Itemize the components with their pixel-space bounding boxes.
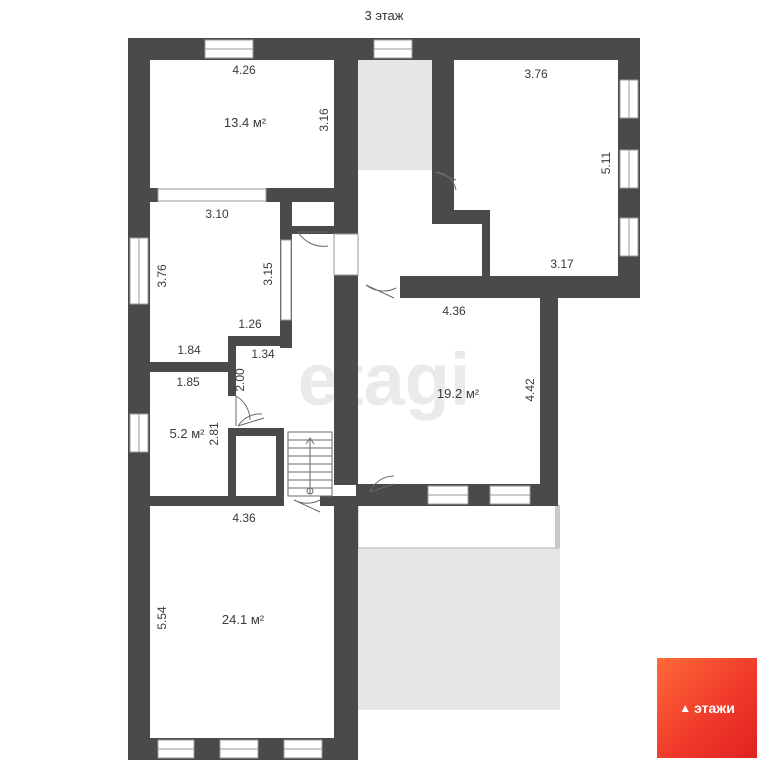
stair-steps <box>288 439 332 494</box>
wall-bottom-right <box>334 505 358 760</box>
wall-left-v4 <box>276 428 284 498</box>
wall-left-v2 <box>228 336 236 396</box>
window <box>157 188 267 202</box>
dimension-label: 3.15 <box>261 262 275 286</box>
dimension-label: 4.26 <box>232 63 256 77</box>
door-icon <box>369 475 395 493</box>
dimension-label: 1.26 <box>238 317 262 331</box>
wall-top-right-step <box>432 210 482 224</box>
terrace-post <box>555 505 560 548</box>
room-top-left: 4.26 13.4 м² 3.16 <box>224 63 331 132</box>
brand-label: этажи <box>694 700 735 716</box>
wall-center-room-right <box>540 298 558 505</box>
house-icon: ▲ <box>679 701 692 715</box>
balcony-top <box>358 60 432 170</box>
door-icon <box>435 171 457 191</box>
wall-left-h1b <box>266 188 336 202</box>
dimension-label: 3.17 <box>550 257 574 271</box>
wall-top-right-left <box>432 38 454 213</box>
room-bottom-left: 4.36 24.1 м² 5.54 <box>155 511 265 630</box>
dimension-label: 2.00 <box>233 368 247 392</box>
room-center: 4.36 19.2 м² 4.42 <box>437 304 537 402</box>
wall-central-mid <box>334 275 358 485</box>
room-top-right: 3.76 5.11 3.17 <box>524 67 613 271</box>
area-label: 13.4 м² <box>224 115 267 130</box>
doors <box>235 171 457 513</box>
floor-title: 3 этаж <box>365 8 404 23</box>
dimension-label: 4.36 <box>232 511 256 525</box>
dimension-label: 4.36 <box>442 304 466 318</box>
dimension-label: 1.85 <box>176 375 200 389</box>
wall-left-h5 <box>128 496 284 506</box>
window <box>333 233 359 276</box>
stair-arrow-icon <box>305 437 315 445</box>
wall-central-upper <box>334 38 358 234</box>
window <box>280 239 292 321</box>
wall-left-h3 <box>228 336 292 346</box>
wall-outer-left <box>128 38 150 760</box>
wall-left-h5b <box>320 496 358 506</box>
door-icon <box>293 499 321 513</box>
dimension-label: 3.16 <box>317 108 331 132</box>
wall-left-h-stub <box>292 226 334 234</box>
dimension-label: 3.76 <box>524 67 548 81</box>
wall-top-right-bottom <box>400 276 640 298</box>
watermark: etagi <box>298 338 471 421</box>
area-label: 19.2 м² <box>437 386 480 401</box>
brand-logo: ▲ этажи <box>657 658 757 758</box>
room-small: 1.85 2.00 5.2 м² 2.81 <box>170 368 247 446</box>
wall-left-h2 <box>128 362 228 372</box>
room-left-mid: 3.10 3.15 3.76 1.26 1.84 1.34 <box>155 207 275 361</box>
dimension-label: 5.11 <box>599 151 613 174</box>
balcony-bottom <box>358 548 560 710</box>
windows <box>129 39 639 759</box>
dimension-label: 4.42 <box>523 378 537 402</box>
door-icon <box>297 231 329 247</box>
area-label: 24.1 м² <box>222 612 265 627</box>
dimension-label: 1.84 <box>177 343 201 357</box>
dimension-label: 5.54 <box>155 606 169 630</box>
door-icon <box>235 395 251 426</box>
dimension-label: 3.76 <box>155 264 169 288</box>
wall-left-v3 <box>228 428 236 498</box>
door-icon <box>237 413 265 427</box>
door-icon <box>365 284 397 299</box>
wall-left-h1a <box>128 188 158 202</box>
wall-top-right-step-v <box>482 210 490 280</box>
dimension-label: 1.34 <box>251 347 275 361</box>
dimension-label: 2.81 <box>207 422 221 446</box>
dimension-label: 3.10 <box>205 207 229 221</box>
stair-start-mark <box>306 487 314 495</box>
wall-left-h4 <box>228 428 276 436</box>
terrace-strip <box>357 504 559 549</box>
area-label: 5.2 м² <box>170 426 206 441</box>
